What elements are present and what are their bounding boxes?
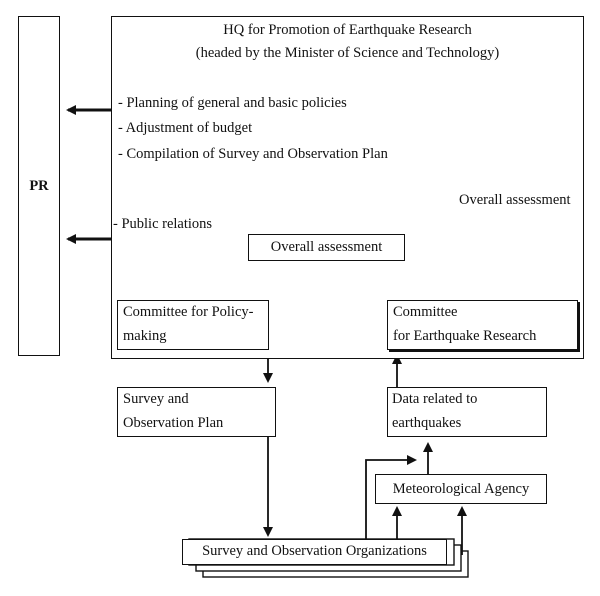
- data-earthquakes-box: [387, 387, 547, 437]
- pr-box: [18, 16, 60, 356]
- committee-policy-box: [117, 300, 269, 350]
- hq-bullet-planning: - Planning of general and basic policies: [118, 95, 347, 111]
- survey-orgs-label: Survey and Observation Organizations: [202, 543, 427, 559]
- meteorological-agency-label: Meteorological Agency: [392, 481, 530, 497]
- hq-overall-assessment-note: Overall assessment: [459, 192, 571, 208]
- meteorological-agency-box: [375, 474, 547, 504]
- survey-plan-box: [117, 387, 276, 437]
- survey-plan-line2: Observation Plan: [123, 415, 224, 431]
- committee-research-box: [387, 300, 578, 350]
- survey-plan-line1: Survey and: [123, 391, 189, 407]
- committee-research-line2: for Earthquake Research: [393, 328, 537, 344]
- hq-bullet-compilation: - Compilation of Survey and Observation …: [118, 146, 388, 162]
- hq-title: HQ for Promotion of Earthquake Research: [223, 22, 472, 38]
- overall-assessment-box: [248, 234, 405, 261]
- committee-policy-line2: making: [123, 328, 167, 344]
- data-earthquakes-line1: Data related to: [392, 391, 478, 407]
- committee-research-line1: Committee: [393, 304, 458, 320]
- hq-bullet-budget: - Adjustment of budget: [118, 120, 253, 136]
- survey-orgs-box: [182, 539, 447, 565]
- hq-subtitle: (headed by the Minister of Science and T…: [195, 45, 500, 61]
- hq-public-relations: - Public relations: [113, 216, 213, 232]
- committee-policy-line1: Committee for Policy-: [123, 304, 254, 320]
- pr-label: PR: [29, 178, 49, 194]
- arrow-orgs-to-data-elbow: [365, 455, 417, 539]
- overall-assessment-label: Overall assessment: [270, 239, 383, 255]
- data-earthquakes-line2: earthquakes: [392, 415, 462, 431]
